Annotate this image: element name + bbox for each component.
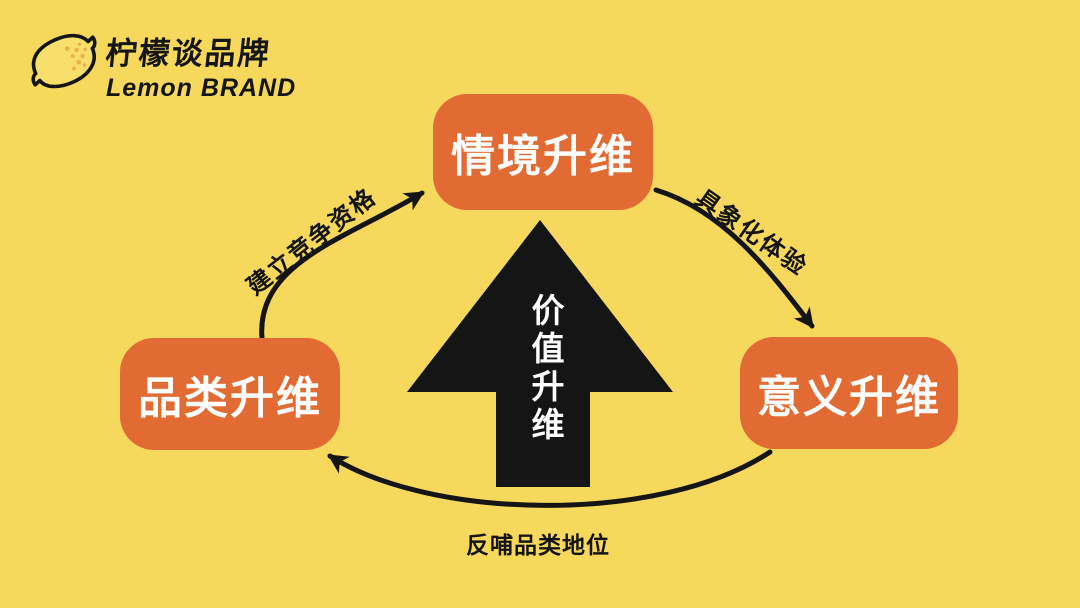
value-upgrade-label: 价值升维 <box>527 293 564 445</box>
edge-top-to-right-arrow <box>653 187 815 329</box>
edge-label-feedback-category-status: 反哺品类地位 <box>466 532 610 558</box>
node-meaning-upgrade: 意义升维 <box>740 337 958 449</box>
edge-right-to-left-arrow <box>327 449 773 508</box>
brand-logo-text: 柠檬谈品牌 Lemon BRAND <box>104 28 297 103</box>
lemon-icon <box>31 33 97 89</box>
brand-logo: 柠檬谈品牌 Lemon BRAND <box>26 24 296 103</box>
edge-left-to-top-arrow <box>259 190 425 341</box>
node-category-upgrade: 品类升维 <box>120 338 340 450</box>
value-up-arrow <box>407 220 673 487</box>
node-situation-upgrade: 情境升维 <box>433 94 653 210</box>
brand-title-en: Lemon BRAND <box>106 74 297 102</box>
